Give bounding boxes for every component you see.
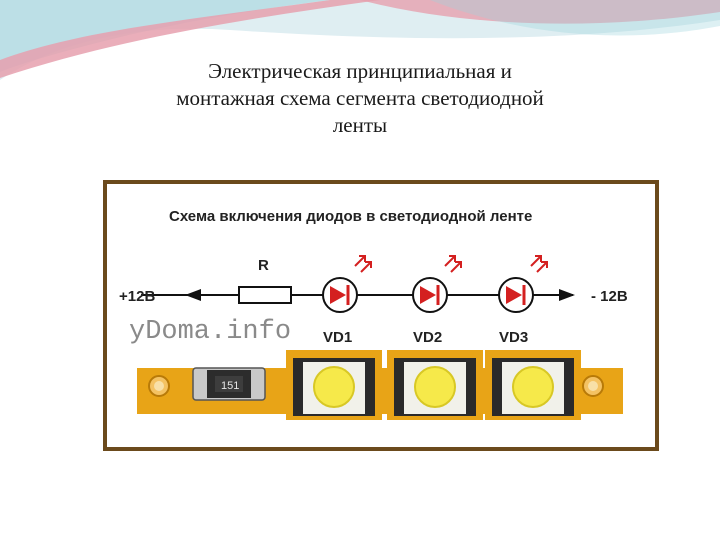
arrow-right-icon (559, 289, 575, 301)
solder-pad-hole (154, 381, 164, 391)
minus-label: - 12В (591, 288, 628, 305)
slide-title: Электрическая принципиальная и монтажная… (60, 58, 660, 139)
arrow-left-icon (185, 289, 201, 301)
diode-symbol (412, 255, 462, 313)
led-strip-figure: Схема включения диодов в светодиодной ле… (103, 180, 659, 451)
solder-pad-hole (588, 381, 598, 391)
led-strip-diagram: Схема включения диодов в светодиодной ле… (119, 208, 628, 420)
smd-resistor (192, 367, 266, 401)
diode-symbol (498, 255, 548, 313)
led-module (387, 350, 483, 420)
resistor-label: R (258, 257, 269, 274)
header-decoration (0, 0, 720, 80)
plus-label: +12В (119, 288, 155, 305)
diode-label: VD1 (323, 329, 352, 346)
led-module (286, 350, 382, 420)
resistor-symbol (238, 286, 292, 304)
diode-symbol (322, 255, 372, 313)
watermark: yDoma.info (129, 317, 291, 347)
diode-label: VD2 (413, 329, 442, 346)
slide-title-line: Электрическая принципиальная и (208, 59, 512, 83)
resistor-code: 151 (221, 380, 239, 392)
slide-title-line: ленты (332, 113, 388, 137)
slide-title-line: монтажная схема сегмента светодиодной (176, 86, 544, 110)
diagram-heading: Схема включения диодов в светодиодной ле… (169, 208, 532, 225)
diode-label: VD3 (499, 329, 528, 346)
led-module (485, 350, 581, 420)
